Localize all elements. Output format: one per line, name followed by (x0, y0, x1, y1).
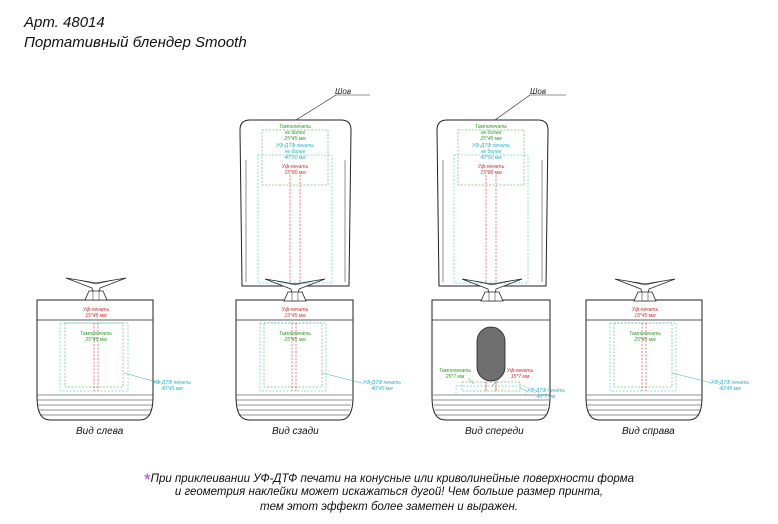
view-right (585, 278, 713, 421)
base-uv-size-back: 15*45 мм (284, 313, 306, 319)
front-tampo-label: Тампопечать (439, 368, 471, 374)
jar-tampo-limit-front: не более (481, 130, 502, 136)
jar-body (239, 119, 352, 287)
footnote-line-3: тем этот эффект более заметен и выражен. (260, 501, 518, 513)
base-body (585, 299, 703, 421)
jar-uvdtf-limit-front: не более (481, 149, 502, 155)
jar-tampo-limit-back: не более (285, 130, 306, 136)
base-uv-size-left: 15*45 мм (85, 313, 107, 319)
jar-uvdtf-label-front: УФ-ДТФ печать (472, 143, 510, 149)
jar-uvdtf-limit-back: не более (285, 149, 306, 155)
jar-tampo-size-back: 25*45 мм (283, 136, 306, 142)
base-tampo-size-back: 25*45 мм (283, 337, 306, 343)
jar-uv-label-back: Уф-печать (282, 164, 309, 170)
base-body (36, 299, 154, 421)
jar-tampo-label-back: Тампопечать (279, 124, 311, 130)
base-uvdtf-size-right: 40*45 мм (719, 386, 741, 392)
base-tampo-label-back: Тампопечать (279, 331, 311, 337)
jar-tampo-label-front: Тампопечать (475, 124, 507, 130)
caption-view-back: Вид сзади (272, 426, 319, 437)
jar-uv-size-back: 15*80 мм (284, 170, 306, 176)
article-number: Арт. 48014 (24, 14, 105, 31)
jar-uvdtf-label-back: УФ-ДТФ печать (276, 143, 314, 149)
base-uvdtf-size-left: 40*45 мм (161, 386, 183, 392)
base-tampo-label-left: Тампопечать (80, 331, 112, 337)
caption-view-front: Вид спереди (465, 426, 524, 437)
view-front (431, 94, 566, 421)
view-back (235, 94, 370, 421)
front-tampo-size: 25*7 мм (445, 374, 465, 380)
footnote-line-2: и геометрия наклейки может искажаться ду… (174, 486, 604, 498)
base-uvdtf-label-right: УФ-ДТФ печать (711, 380, 749, 386)
front-uv-label: Уф-печать (507, 368, 534, 374)
jar-uv-label-front: Уф-печать (478, 164, 505, 170)
seam-label-back: Шов (335, 87, 351, 96)
base-uv-label-right: Уф-печать (632, 307, 659, 313)
footnote-star: * (144, 470, 151, 489)
base-uvdtf-label-left: УФ-ДТФ печать (153, 380, 191, 386)
indicator-window (476, 326, 506, 382)
base-uvdtf-label-back: УФ-ДТФ печать (363, 380, 401, 386)
base-tampo-label-right: Тампопечать (629, 331, 661, 337)
base-body (235, 299, 354, 421)
front-uvdtf-label: УФ-ДТФ печать (527, 388, 565, 394)
jar-uvdtf-size-back: 40*50 мм (284, 155, 306, 161)
front-uvdtf-size: 40*7 мм (537, 394, 556, 400)
base-tampo-size-left: 25*45 мм (84, 337, 107, 343)
seam-label-front: Шов (530, 87, 546, 96)
base-tampo-size-right: 25*45 мм (633, 337, 656, 343)
view-left (36, 277, 161, 421)
jar-body (436, 119, 549, 287)
base-uvdtf-size-back: 40*45 мм (371, 386, 393, 392)
footnote-line-1: *При приклеивании УФ-ДТФ печати на конус… (144, 470, 634, 489)
base-uv-label-left: Уф-печать (83, 307, 110, 313)
caption-view-left: Вид слева (76, 426, 124, 437)
jar-uv-size-front: 15*80 мм (480, 170, 502, 176)
base-uv-size-right: 15*45 мм (634, 313, 656, 319)
base-uv-label-back: Уф-печать (282, 307, 309, 313)
caption-view-right: Вид справа (622, 426, 675, 437)
product-title: Портативный блендер Smooth (24, 34, 247, 51)
jar-uvdtf-size-front: 40*50 мм (480, 155, 502, 161)
jar-tampo-size-front: 25*45 мм (479, 136, 502, 142)
front-uv-size: 15*7 мм (511, 374, 530, 380)
